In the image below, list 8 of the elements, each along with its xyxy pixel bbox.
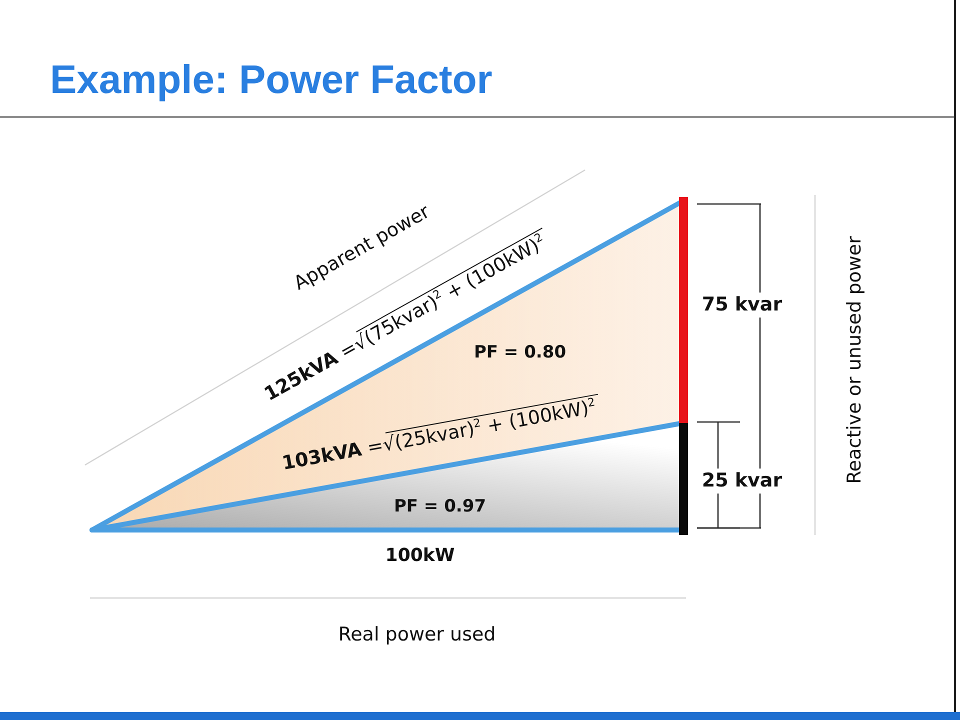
- axis-label: Reactive or unused power: [844, 236, 866, 484]
- value-label: 75 kvar: [702, 292, 782, 318]
- axis-label: Real power used: [338, 624, 496, 646]
- value-label: 100kW: [385, 546, 455, 566]
- title: Example: Power Factor: [50, 58, 492, 103]
- value-label: PF = 0.97: [394, 498, 486, 516]
- value-label: 25 kvar: [702, 468, 782, 494]
- value-label: PF = 0.80: [474, 344, 566, 362]
